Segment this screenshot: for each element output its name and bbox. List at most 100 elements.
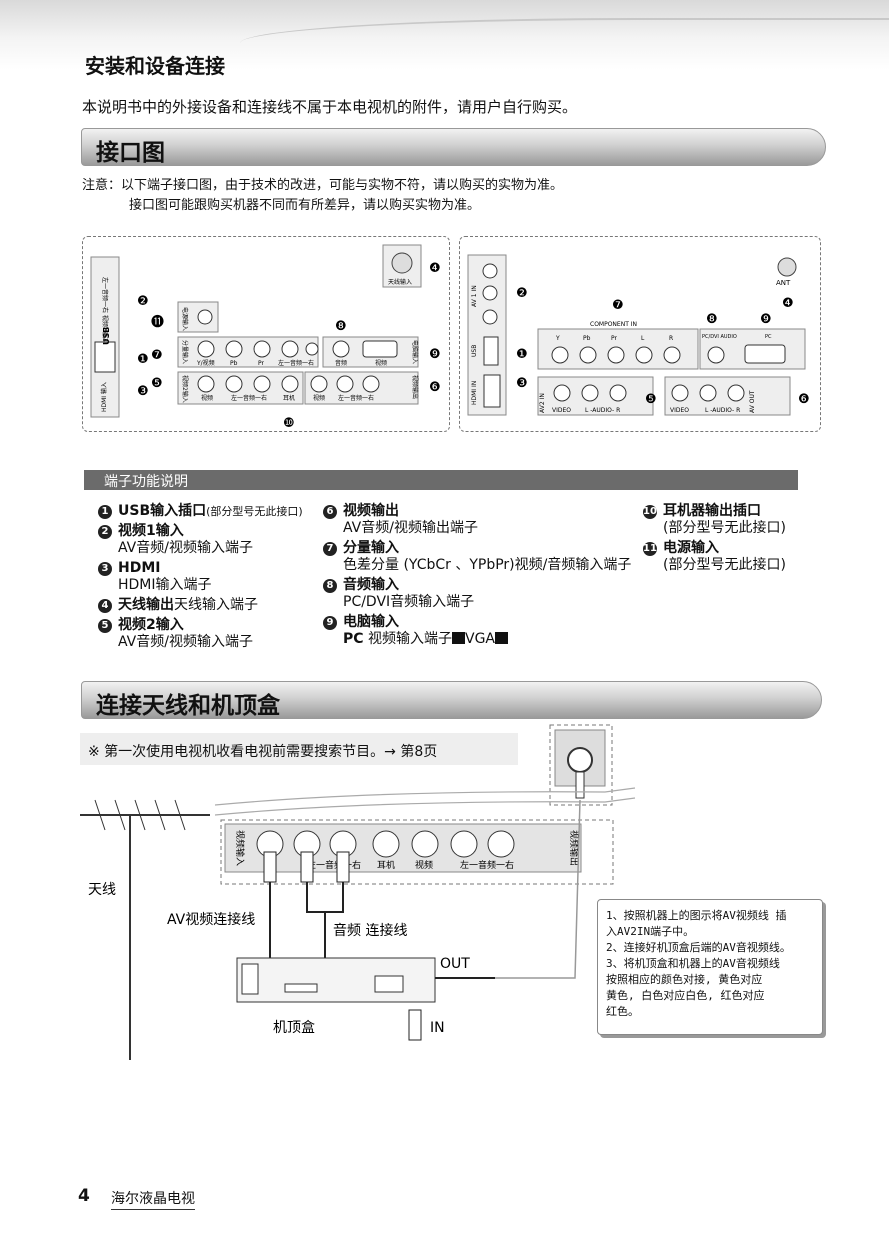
function-desc-10: (部分型号无此接口) xyxy=(663,520,786,536)
avout-side-label: 视频输出 xyxy=(411,375,419,399)
avout-video-label: VIDEO xyxy=(670,407,689,414)
avout-r-port xyxy=(362,375,380,393)
num-7: 7 xyxy=(323,542,337,556)
vga-text: VGA xyxy=(465,631,496,647)
function-title-5: 视频2输入 xyxy=(118,617,184,633)
comp-label-pb: Pb xyxy=(230,360,238,367)
panel-ports xyxy=(224,823,582,873)
callout-5: ❺ xyxy=(151,376,163,391)
pc-audio-port xyxy=(332,340,350,358)
callout-10: ❿ xyxy=(283,416,295,431)
num-8: 8 xyxy=(323,579,337,593)
num-11: 11 xyxy=(643,542,657,556)
left-port-diagram: 左一音频一右 视频1输入 视频 USB HDMI 输入 天线输入 电源输入 分量… xyxy=(90,244,441,431)
function-title-6: 视频输出 xyxy=(343,503,399,519)
antenna-jack-icon xyxy=(567,747,593,773)
antenna-label: 天线 xyxy=(88,882,116,898)
avout-label: AV OUT xyxy=(749,390,756,413)
num-9: 9 xyxy=(323,616,337,630)
side-strip xyxy=(90,256,120,418)
header-band xyxy=(0,0,889,70)
function-title-2: 视频1输入 xyxy=(118,523,184,539)
av2-right-l xyxy=(581,384,599,402)
pc-label-audio: 音频 xyxy=(335,359,347,367)
step-line-5: 按照相应的颜色对接, 黄色对应 xyxy=(606,973,763,986)
heading-bar-antenna: 连接天线和机顶盒 xyxy=(81,681,822,719)
step-line-4: 3、将机顶盒和机器上的AV音视频线 xyxy=(606,957,780,970)
function-sub-1: (部分型号无此接口) xyxy=(206,505,303,518)
av2-r-port xyxy=(253,375,271,393)
function-title-4: 天线输出 xyxy=(118,597,174,613)
bottom-label-2: 左一音频一右 xyxy=(231,394,267,402)
comp-letter-pb: Pb xyxy=(583,335,591,342)
antenna-plug xyxy=(575,771,585,799)
callout-7: ❼ xyxy=(151,348,163,363)
av2-right-video xyxy=(553,384,571,402)
av2-label: AV2 IN xyxy=(539,393,546,413)
footer-brand: 海尔液晶电视 xyxy=(111,1188,195,1210)
av2-l-port xyxy=(225,375,243,393)
callout-4: ❹ xyxy=(429,261,441,276)
comp-letter-l: L xyxy=(641,335,645,342)
panel-label-audio-2: 左一音频一右 xyxy=(460,859,514,871)
out-label: OUT xyxy=(440,956,470,972)
stb-label: 机顶盒 xyxy=(273,1019,315,1036)
av1-side-label: 左一音频一右 视频1输入 视频 xyxy=(101,277,109,357)
comp-y-port xyxy=(197,340,215,358)
step-line-7: 红色。 xyxy=(606,1005,639,1018)
avout-jack-video xyxy=(411,830,439,858)
num-5: 5 xyxy=(98,619,112,633)
usb-right-port xyxy=(483,336,499,366)
right-callout-9: ❾ xyxy=(760,312,772,327)
plug-red xyxy=(336,851,350,883)
pc-text: PC xyxy=(343,631,364,647)
antenna-icon xyxy=(80,799,210,1060)
note-line-1: 注意：以下端子接口图，由于技术的改进，可能与实物不符，请以购买的实物为准。 xyxy=(82,178,564,193)
av1-port-2 xyxy=(482,285,498,301)
hdmi-port xyxy=(483,374,501,408)
comp-letter-y: Y xyxy=(555,335,560,342)
comp-pb-port xyxy=(225,340,243,358)
stb-display xyxy=(284,983,318,993)
plug-white xyxy=(300,851,314,883)
vga-right-port xyxy=(744,344,786,364)
set-top-box xyxy=(236,957,436,1003)
step-line-6: 黄色, 白色对应白色, 红色对应 xyxy=(606,989,765,1002)
vga-port-icon xyxy=(362,340,398,358)
comp-right-y xyxy=(551,346,569,364)
heading-antenna: 连接天线和机顶盒 xyxy=(96,693,280,719)
function-desc-8: PC/DVI音频输入端子 xyxy=(343,594,475,610)
panel-left-label: 视频输入 xyxy=(234,830,246,866)
panel-label-video: 视频 xyxy=(415,859,433,871)
function-title-7: 分量输入 xyxy=(343,540,399,556)
stb-panel xyxy=(374,975,404,993)
right-callout-3: ❸ xyxy=(516,376,528,391)
num-2: 2 xyxy=(98,525,112,539)
earphone-jack xyxy=(372,830,400,858)
avout-right-l xyxy=(699,384,717,402)
tuner-label: 天线输入 xyxy=(388,278,412,286)
callout-6: ❻ xyxy=(429,380,441,395)
tuner-port-icon xyxy=(391,252,413,274)
avout-audio-label: L -AUDIO- R xyxy=(705,407,740,414)
hdmi-right-label: HDMI IN xyxy=(471,381,478,405)
usb-port xyxy=(94,341,116,373)
num-4: 4 xyxy=(98,599,112,613)
av-cable-label: AV视频连接线 xyxy=(167,911,255,928)
heading-bar-ports: 接口图 xyxy=(81,128,826,166)
right-port-panel: AV 1 IN USB HDMI IN ANT COMPONENT IN Y P… xyxy=(459,236,821,432)
audio-cable-label: 音频 连接线 xyxy=(333,922,407,939)
right-port-diagram: AV 1 IN USB HDMI IN ANT COMPONENT IN Y P… xyxy=(467,254,810,416)
right-callout-6: ❻ xyxy=(798,392,810,407)
comp-l-port xyxy=(281,340,299,358)
usb-right-label: USB xyxy=(471,345,478,357)
connection-diagram: 视频输入 视频输出 左一音频一右 耳机 视频 左一音频一右 天线 AV视频连接线… xyxy=(80,724,636,1060)
callout-9: ❾ xyxy=(429,347,441,362)
